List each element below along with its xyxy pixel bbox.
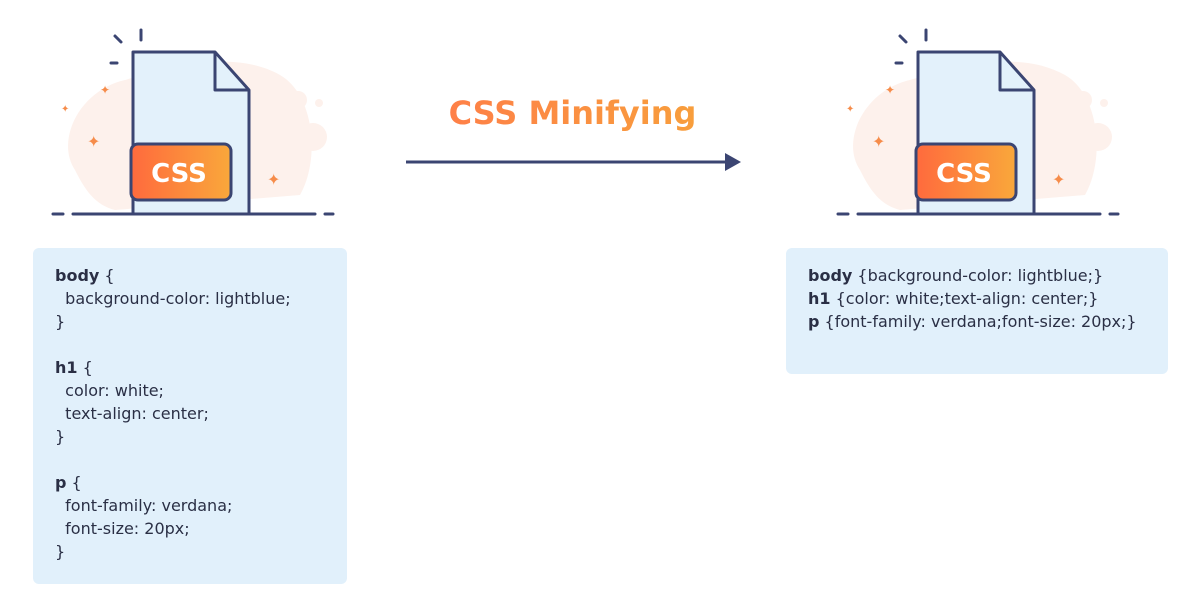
svg-text:✦: ✦	[885, 83, 895, 97]
code-line: font-family: verdana;	[55, 496, 233, 515]
code-line: text-align: center;	[55, 404, 209, 423]
original-css-code-box: body { background-color: lightblue; } h1…	[33, 248, 347, 584]
code-line: p {font-family: verdana;font-size: 20px;…	[808, 312, 1137, 331]
css-file-illustration-after: ✦ ✦ ✦ ✦ CSS	[830, 20, 1130, 230]
svg-text:✦: ✦	[267, 170, 280, 189]
code-line: }	[55, 312, 66, 331]
svg-text:✦: ✦	[846, 104, 854, 115]
code-line: color: white;	[55, 381, 164, 400]
minified-css-code-box: body {background-color: lightblue;} h1 {…	[786, 248, 1168, 374]
arrow-right-icon	[406, 153, 741, 171]
code-line: h1 {color: white;text-align: center;}	[808, 289, 1099, 308]
svg-text:✦: ✦	[872, 132, 885, 151]
diagram-title: CSS Minifying	[400, 94, 745, 132]
code-line: background-color: lightblue;	[55, 289, 291, 308]
svg-text:✦: ✦	[1052, 170, 1065, 189]
css-file-icon: ✦ ✦ ✦ ✦ CSS	[51, 28, 335, 216]
code-line: }	[55, 542, 66, 561]
code-line: p {	[55, 473, 82, 492]
code-line: }	[55, 427, 66, 446]
css-badge-label: CSS	[936, 159, 992, 189]
svg-text:✦: ✦	[87, 132, 100, 151]
code-line	[55, 448, 347, 471]
code-line: body {background-color: lightblue;}	[808, 266, 1104, 285]
svg-text:✦: ✦	[61, 104, 69, 115]
code-line: h1 {	[55, 358, 93, 377]
code-line: font-size: 20px;	[55, 519, 190, 538]
svg-text:✦: ✦	[100, 83, 110, 97]
css-file-icon: ✦ ✦ ✦ ✦ CSS	[836, 28, 1120, 216]
code-line	[55, 333, 347, 356]
css-badge-label: CSS	[151, 159, 207, 189]
css-file-illustration-before: ✦ ✦ ✦ ✦ CSS	[45, 20, 345, 230]
code-line: body {	[55, 266, 115, 285]
